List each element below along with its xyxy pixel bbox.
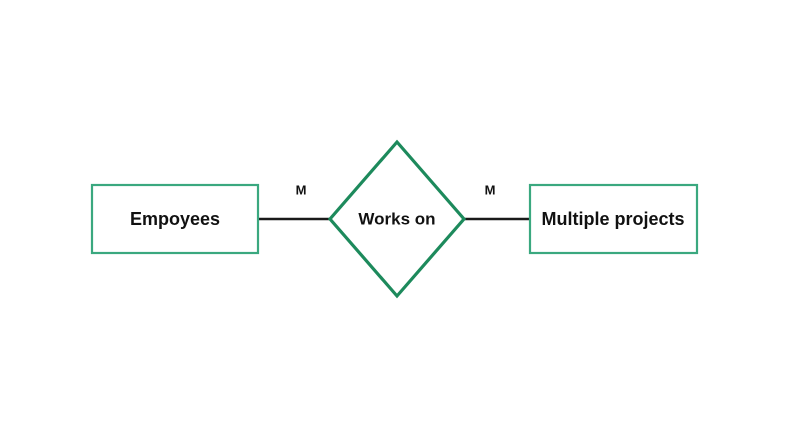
relationship-works-on-diamond[interactable] [327, 139, 467, 299]
entity-multiple-projects-label: Multiple projects [541, 209, 684, 229]
relationship-works-on[interactable]: Works on [327, 139, 467, 299]
entity-multiple-projects-box[interactable] [528, 183, 699, 255]
entity-multiple-projects[interactable]: Multiple projects [528, 183, 699, 255]
entity-employees-box[interactable] [90, 183, 260, 255]
relationship-works-on-label: Works on [358, 209, 435, 228]
entity-employees-label: Empoyees [130, 209, 220, 229]
cardinality-label-left: M [296, 182, 307, 197]
cardinality-label-right: M [485, 182, 496, 197]
entity-employees[interactable]: Empoyees [90, 183, 260, 255]
